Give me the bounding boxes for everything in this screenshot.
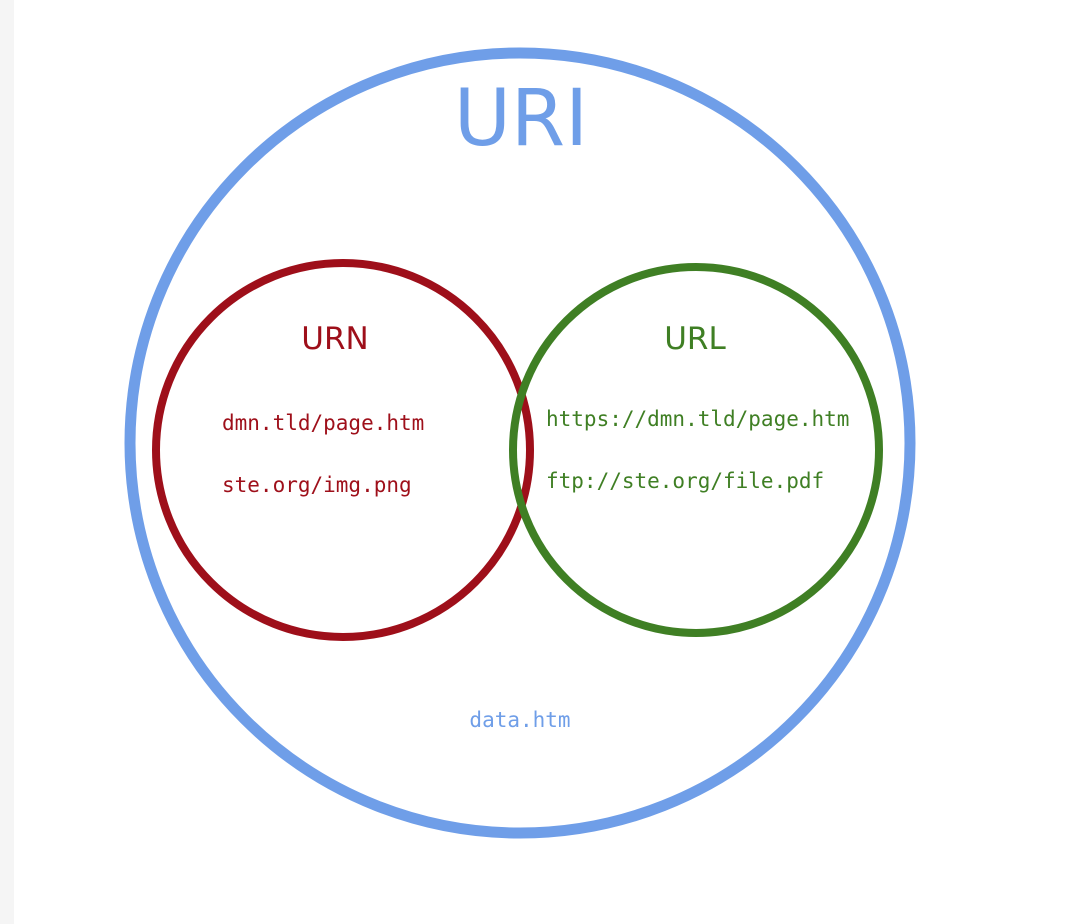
left-edge-shade (0, 0, 14, 924)
uri-title: URI (454, 74, 588, 164)
url-example-1: https://dmn.tld/page.htm (546, 407, 849, 431)
urn-example-1: dmn.tld/page.htm (222, 411, 424, 435)
url-title: URL (664, 321, 726, 357)
urn-title: URN (301, 321, 368, 357)
url-example-2: ftp://ste.org/file.pdf (546, 469, 824, 493)
uri-example: data.htm (469, 708, 570, 732)
urn-example-2: ste.org/img.png (222, 473, 412, 497)
urn-circle (152, 259, 534, 641)
url-circle (509, 263, 883, 637)
uri-circle (124, 47, 916, 839)
